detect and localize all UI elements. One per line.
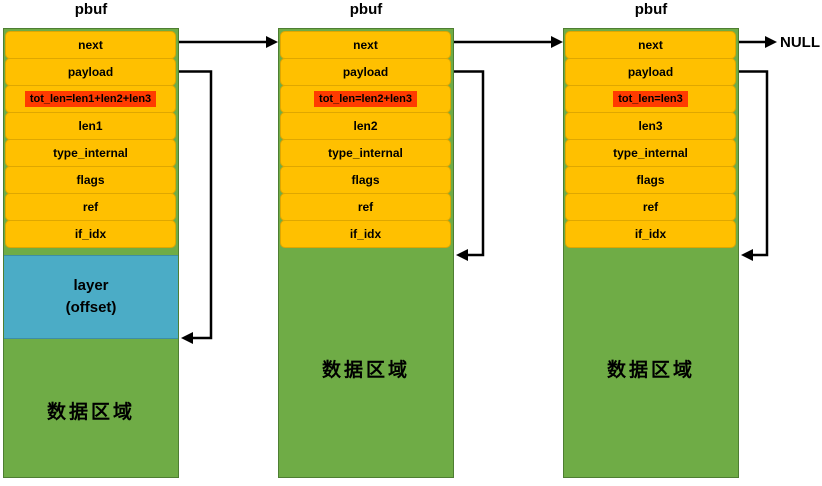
pbuf-title-2: pbuf — [349, 1, 383, 18]
payload-arrowhead-3 — [741, 249, 753, 261]
field-row-len: len3 — [565, 112, 736, 140]
field-row-if-idx: if_idx — [5, 220, 176, 248]
field-row-tot-len: tot_len=len2+len3 — [280, 85, 451, 113]
field-row-if-idx: if_idx — [280, 220, 451, 248]
payload-arrow-3 — [739, 70, 769, 257]
field-row-ref: ref — [5, 193, 176, 221]
layer-offset-block: layer (offset) — [4, 255, 178, 339]
field-row-payload: payload — [5, 58, 176, 86]
field-label: next — [638, 38, 663, 52]
field-label: flags — [636, 173, 665, 187]
field-label: len1 — [78, 119, 103, 133]
field-label: if_idx — [74, 227, 107, 241]
field-label: next — [353, 38, 378, 52]
field-label: if_idx — [634, 227, 667, 241]
field-row-len: len2 — [280, 112, 451, 140]
field-row-flags: flags — [5, 166, 176, 194]
field-label: payload — [627, 65, 674, 79]
payload-arrowhead-2 — [456, 249, 468, 261]
tot-len-highlight: tot_len=len3 — [613, 91, 688, 107]
field-label: ref — [357, 200, 374, 214]
pbuf-column-3: next payload tot_len=len3 len3 type_inte… — [563, 28, 739, 478]
field-row-flags: flags — [565, 166, 736, 194]
field-row-payload: payload — [565, 58, 736, 86]
field-row-next: next — [565, 31, 736, 59]
data-area-label: 数据区域 — [46, 402, 135, 423]
data-area-label: 数据区域 — [606, 360, 695, 381]
offset-label: (offset) — [65, 299, 117, 316]
payload-arrow-2 — [454, 70, 485, 257]
field-label: ref — [642, 200, 659, 214]
field-row-len: len1 — [5, 112, 176, 140]
payload-arrow-1 — [179, 70, 213, 340]
field-label: ref — [82, 200, 99, 214]
field-row-ref: ref — [565, 193, 736, 221]
field-label: flags — [76, 173, 105, 187]
field-rows: next payload tot_len=len3 len3 type_inte… — [565, 31, 736, 248]
field-label: next — [78, 38, 103, 52]
field-label: type_internal — [328, 146, 403, 160]
field-row-type-internal: type_internal — [565, 139, 736, 167]
pbuf-column-1: next payload tot_len=len1+len2+len3 len1… — [3, 28, 179, 478]
field-row-next: next — [5, 31, 176, 59]
field-row-type-internal: type_internal — [5, 139, 176, 167]
tot-len-highlight: tot_len=len1+len2+len3 — [24, 91, 157, 107]
pbuf-column-2: next payload tot_len=len2+len3 len2 type… — [278, 28, 454, 478]
field-label: payload — [67, 65, 114, 79]
field-row-flags: flags — [280, 166, 451, 194]
field-label: payload — [342, 65, 389, 79]
tot-len-highlight: tot_len=len2+len3 — [314, 91, 417, 107]
payload-arrowhead-1 — [181, 332, 193, 344]
field-rows: next payload tot_len=len1+len2+len3 len1… — [5, 31, 176, 248]
pbuf-title-1: pbuf — [74, 1, 108, 18]
next-arrowhead-3 — [765, 36, 777, 48]
null-label: NULL — [780, 34, 820, 51]
next-arrowhead-1 — [266, 36, 278, 48]
next-arrowhead-2 — [551, 36, 563, 48]
data-area-label: 数据区域 — [321, 360, 410, 381]
field-label: len3 — [638, 119, 663, 133]
field-label: if_idx — [349, 227, 382, 241]
layer-label: layer — [73, 277, 109, 295]
field-label: flags — [351, 173, 380, 187]
pbuf-title-3: pbuf — [634, 1, 668, 18]
field-row-tot-len: tot_len=len1+len2+len3 — [5, 85, 176, 113]
field-row-if-idx: if_idx — [565, 220, 736, 248]
field-label: type_internal — [613, 146, 688, 160]
field-label: type_internal — [53, 146, 128, 160]
field-row-payload: payload — [280, 58, 451, 86]
field-rows: next payload tot_len=len2+len3 len2 type… — [280, 31, 451, 248]
field-row-ref: ref — [280, 193, 451, 221]
field-row-next: next — [280, 31, 451, 59]
field-row-tot-len: tot_len=len3 — [565, 85, 736, 113]
field-row-type-internal: type_internal — [280, 139, 451, 167]
field-label: len2 — [353, 119, 378, 133]
